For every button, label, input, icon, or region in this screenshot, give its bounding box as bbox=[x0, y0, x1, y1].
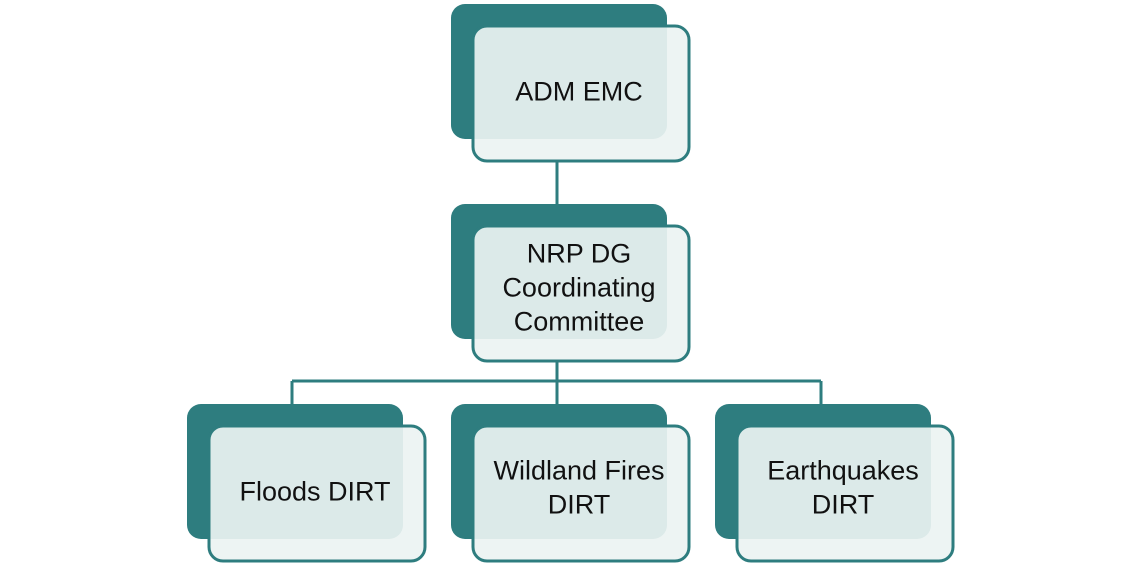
node-label-line: NRP DG bbox=[527, 239, 632, 269]
node-label-line: DIRT bbox=[812, 490, 875, 520]
node-card bbox=[207, 424, 427, 563]
node-label: Floods DIRT bbox=[239, 477, 390, 507]
node-label-line: Committee bbox=[514, 307, 645, 337]
node-label-line: DIRT bbox=[548, 490, 611, 520]
node-label: ADM EMC bbox=[515, 77, 643, 107]
node-card bbox=[471, 24, 691, 163]
node-label-line: Wildland Fires bbox=[493, 456, 664, 486]
node-adm-emc: ADM EMC bbox=[451, 4, 691, 163]
node-floods: Floods DIRT bbox=[187, 404, 427, 563]
node-label-line: Floods DIRT bbox=[239, 477, 390, 507]
node-label-line: ADM EMC bbox=[515, 77, 643, 107]
node-card bbox=[471, 424, 691, 563]
node-label-line: Earthquakes bbox=[767, 456, 919, 486]
node-card bbox=[471, 224, 691, 363]
node-label-line: Coordinating bbox=[502, 273, 655, 303]
node-card bbox=[735, 424, 955, 563]
